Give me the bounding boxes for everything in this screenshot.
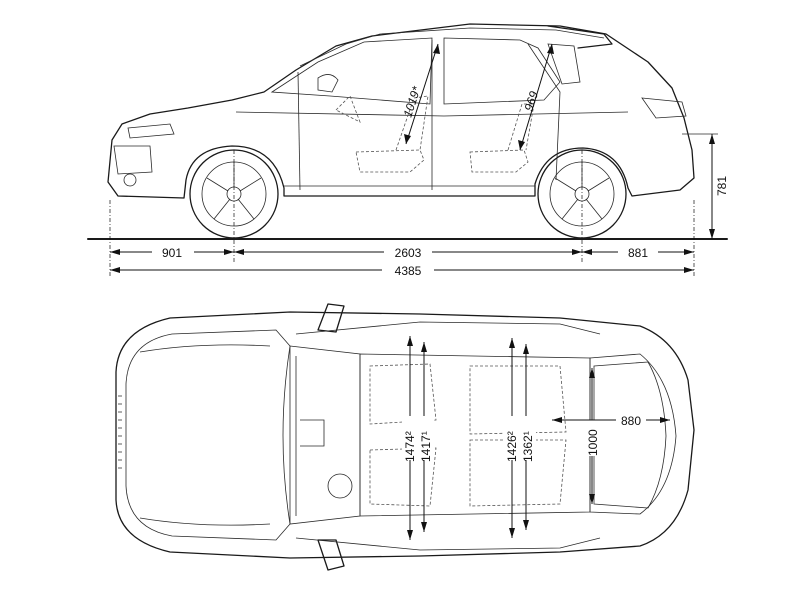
roof-rail [299, 27, 605, 67]
rear-door-line [297, 71, 301, 191]
front-grille-top [118, 395, 122, 469]
wheelbase-label: 2603 [395, 246, 422, 260]
rear-door-edge [527, 43, 561, 181]
front-overhang-label: 901 [162, 246, 182, 260]
hood [125, 329, 291, 541]
side-rail-bottom [295, 537, 601, 551]
top-view: 1474² 1417¹ 1426² 1362¹ 1000 880 [115, 303, 695, 571]
rear-quarter-window [547, 43, 581, 85]
cargo-length-label: 880 [621, 414, 641, 428]
rear-window [589, 353, 677, 515]
side-rail-top [295, 321, 601, 335]
top-body-outline [115, 311, 695, 559]
front-shoulder-label: 1474² [403, 431, 417, 462]
dashboard [295, 356, 325, 516]
windshield [282, 345, 361, 525]
rear-headroom-line [519, 43, 553, 151]
front-grille [113, 145, 153, 175]
rear-elbow-label: 1362¹ [521, 431, 535, 462]
fog-light [123, 173, 137, 187]
cargo-floor [593, 361, 667, 509]
hood-crease-bottom [139, 517, 271, 526]
side-mirror [317, 74, 339, 93]
rear-overhang-label: 881 [628, 246, 648, 260]
tail-light [641, 97, 687, 119]
rear-shoulder-label: 1426² [505, 431, 519, 462]
side-body-outline [107, 23, 695, 199]
front-headroom-label: 1019* [401, 84, 424, 118]
mirror-bottom [317, 539, 345, 571]
overall-length-label: 4385 [395, 264, 422, 278]
hood-crease-top [139, 344, 271, 353]
mirror-top [317, 303, 345, 333]
roof-glass [359, 353, 591, 517]
rear-spoiler [547, 25, 613, 49]
steering-wheel-top [327, 473, 353, 499]
side-view: 1019* 969 781 901 2603 881 [87, 23, 729, 278]
rear-headroom-label: 969 [522, 89, 542, 113]
front-elbow-label: 1417¹ [419, 431, 433, 462]
belt-line [235, 111, 629, 117]
rear-seats [469, 365, 567, 507]
rear-seat [469, 103, 535, 173]
front-side-window [270, 37, 433, 105]
steering-wheel [335, 95, 361, 123]
cargo-height-label: 781 [715, 176, 729, 196]
rear-side-window [443, 37, 561, 105]
front-headroom-line [405, 43, 439, 145]
cargo-width-label: 1000 [586, 429, 600, 456]
headlight [127, 123, 175, 139]
